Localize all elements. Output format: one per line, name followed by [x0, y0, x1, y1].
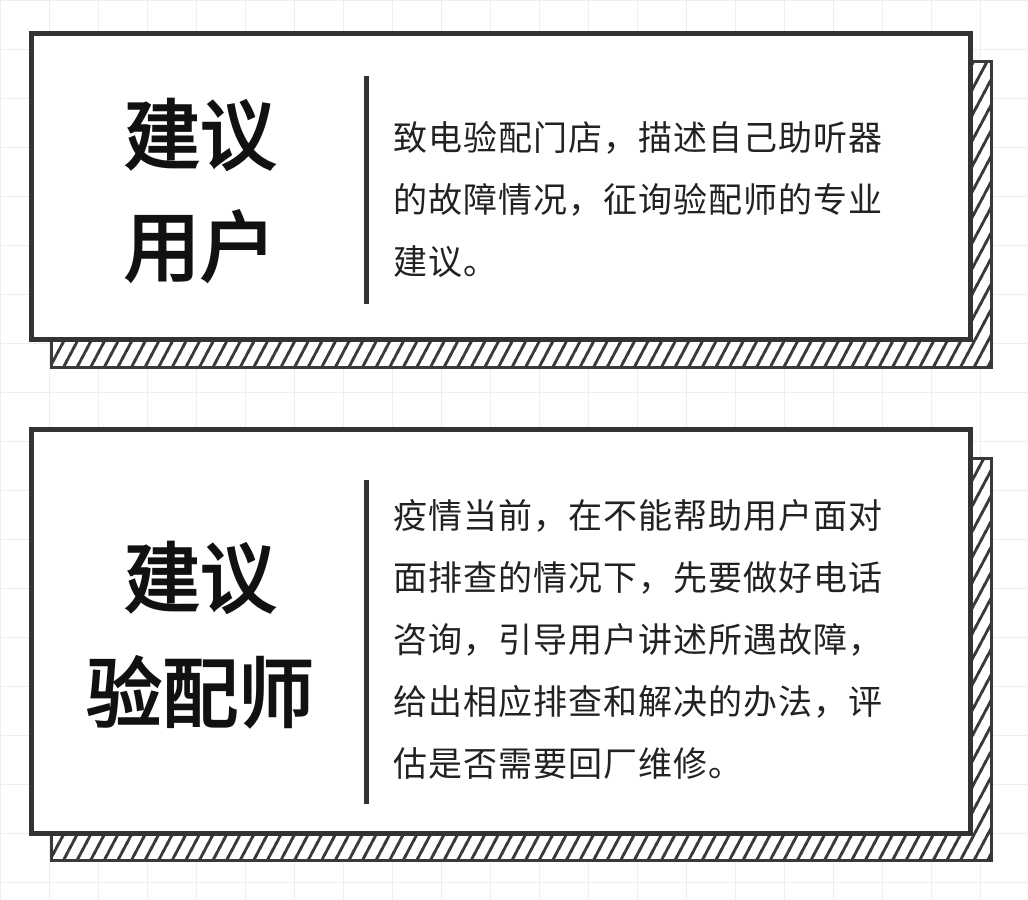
card-title: 建议 验配师: [34, 522, 366, 752]
card-body-text: 疫情当前，在不能帮助用户面对 面排查的情况下，先要做好电话 咨询，引导用户讲述所…: [393, 497, 883, 785]
advice-card-fitter: 建议 验配师 疫情当前，在不能帮助用户面对 面排查的情况下，先要做好电话 咨询，…: [29, 427, 973, 836]
card-title-line: 建议: [124, 535, 276, 624]
card-title-line: 用户: [124, 204, 276, 293]
card-title-line: 建议: [124, 92, 276, 181]
vertical-divider: [364, 480, 369, 804]
advice-card-user: 建议 用户 致电验配门店，描述自己助听器 的故障情况，征询验配师的专业 建议。: [29, 31, 973, 342]
card-title-line: 验配师: [86, 650, 314, 739]
card-title: 建议 用户: [34, 86, 366, 300]
vertical-divider: [364, 76, 369, 304]
card-body-text: 致电验配门店，描述自己助听器 的故障情况，征询验配师的专业 建议。: [393, 119, 883, 283]
